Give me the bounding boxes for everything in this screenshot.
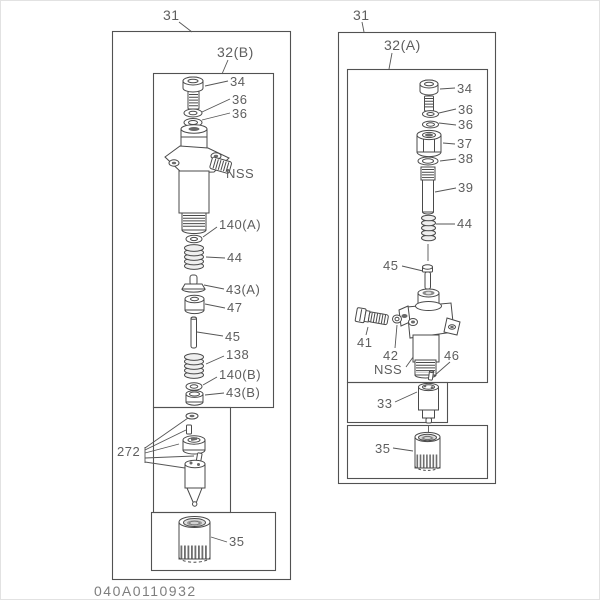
inlet-fitting-41-right: [354, 307, 389, 326]
washer-36-upper-right: [422, 110, 439, 118]
right-group-boxes: [337, 31, 497, 485]
callout-45-left: 45: [225, 329, 241, 344]
callout-44-left: 44: [227, 250, 243, 265]
spacer-47-left: [184, 294, 205, 315]
callout-38-right: 38: [458, 151, 474, 166]
gasket-38-right: [417, 156, 439, 166]
callout-37-right: 37: [457, 136, 473, 151]
figure-code: 040A0110932: [94, 583, 197, 599]
callout-nss-left: NSS: [226, 166, 255, 181]
right-inner-box-33: [346, 381, 449, 424]
callout-43b-left: 43(B): [226, 385, 261, 400]
callout-47-left: 47: [227, 300, 243, 315]
left-group-label: 31: [163, 7, 180, 23]
callout-34-left: 34: [230, 74, 246, 89]
retaining-nut-35-left: [178, 516, 211, 563]
right-inner-box-35: [346, 424, 489, 480]
nozzle-kit-272-left: [182, 412, 206, 507]
left-inner-box-32b: [152, 72, 275, 409]
callout-42-right: 42: [383, 348, 399, 363]
callout-39-right: 39: [458, 180, 474, 195]
valve-43a-left: [181, 274, 206, 293]
cap-nut-37-right: [416, 129, 442, 158]
callout-45-right: 45: [383, 258, 399, 273]
callout-41-right: 41: [357, 335, 373, 350]
shim-140a-left: [185, 234, 203, 244]
callout-138-left: 138: [226, 347, 250, 362]
right-leader-lines: [361, 21, 457, 452]
callout-36a-right: 36: [458, 102, 474, 117]
adjust-pipe-39-right: [420, 166, 436, 215]
right-subgroup-label: 32(A): [384, 37, 421, 53]
push-rod-45-right: [422, 264, 433, 290]
right-group-label: 31: [353, 7, 370, 23]
bolt-34-right: [419, 79, 439, 112]
callout-35-right: 35: [375, 441, 391, 456]
callout-36a-left: 36: [232, 92, 248, 107]
callout-44-right: 44: [457, 216, 473, 231]
callout-nss-right: NSS: [374, 362, 403, 377]
callout-46-right: 46: [444, 348, 460, 363]
left-outer-box: [111, 30, 292, 581]
callout-36b-left: 36: [232, 106, 248, 121]
left-leader-lines: [144, 21, 231, 543]
washer-36-lower-right: [422, 120, 439, 129]
callout-43a-left: 43(A): [226, 282, 261, 297]
pin-46-right: [427, 370, 434, 381]
spring-44-right: [421, 214, 436, 242]
washer-36-upper-left: [183, 108, 203, 118]
nozzle-33-right: [418, 382, 439, 432]
callout-272-left: 272: [117, 444, 141, 459]
injector-holder-body-right: [398, 288, 461, 379]
seat-43b-left: [185, 390, 204, 406]
left-group-boxes: [111, 30, 292, 581]
spring-138-left: [184, 353, 204, 379]
shim-140b-left: [185, 382, 203, 391]
retaining-nut-35-right: [414, 431, 441, 471]
left-subgroup-label: 32(B): [217, 44, 254, 60]
right-outer-box: [337, 31, 497, 485]
callout-36b-right: 36: [458, 117, 474, 132]
left-inner-box-35: [150, 511, 277, 572]
callout-33-right: 33: [377, 396, 393, 411]
callout-35-left: 35: [229, 534, 245, 549]
spring-44-left: [184, 244, 204, 270]
callout-140a-left: 140(A): [219, 217, 262, 232]
injector-holder-body-left: [164, 124, 232, 234]
callout-34-right: 34: [457, 81, 473, 96]
bolt-34-left: [182, 76, 204, 110]
callout-140b-left: 140(B): [219, 367, 262, 382]
push-rod-45-left: [190, 316, 197, 349]
fitting-washer-42-right: [392, 314, 402, 324]
